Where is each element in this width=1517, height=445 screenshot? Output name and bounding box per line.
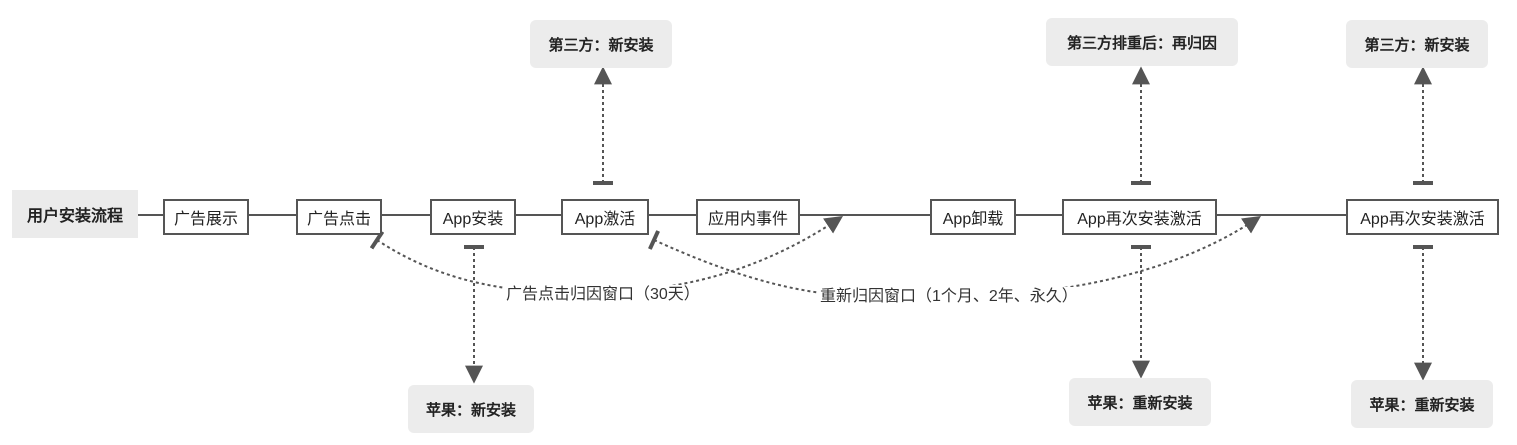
step-ad-impression: 广告展示 (163, 199, 249, 235)
note-third-party-new-install-1: 第三方：新安装 (530, 20, 672, 68)
root-topic: 用户安装流程 (12, 190, 138, 238)
step-in-app-event: 应用内事件 (696, 199, 800, 235)
note-third-party-new-install-2: 第三方：新安装 (1346, 20, 1488, 68)
click-window-curve (369, 215, 843, 294)
note-apple-reinstall-1: 苹果：重新安装 (1069, 378, 1211, 426)
step-reinstall-activate-2: App再次安装激活 (1346, 199, 1499, 235)
note-third-party-reattribute: 第三方排重后：再归因 (1046, 18, 1238, 66)
step-app-activate: App激活 (561, 199, 649, 235)
step-ad-click: 广告点击 (296, 199, 382, 235)
step-reinstall-activate-1: App再次安装激活 (1062, 199, 1217, 235)
note-apple-new-install: 苹果：新安装 (408, 385, 534, 433)
note-apple-reinstall-2: 苹果：重新安装 (1351, 380, 1493, 428)
step-app-install: App安装 (430, 199, 516, 235)
step-app-uninstall: App卸载 (930, 199, 1016, 235)
reattribution-window-curve (648, 216, 1261, 299)
reattribution-window-label: 重新归因窗口（1个月、2年、永久） (818, 287, 1080, 307)
click-attribution-window-label: 广告点击归因窗口（30天） (504, 285, 702, 305)
